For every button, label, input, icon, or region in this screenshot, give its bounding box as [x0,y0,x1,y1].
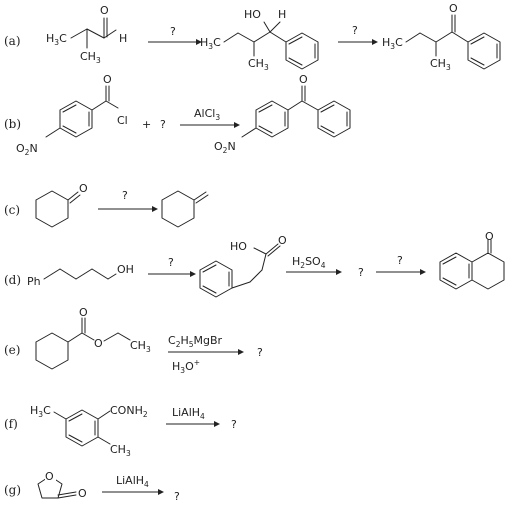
reaction-label-a: (a) [4,34,21,48]
product-e: ? [257,346,263,359]
atom-label-ch3-f: CH3 [110,443,131,458]
reaction-label-c: (c) [4,203,20,217]
atom-label-o-b: O [103,73,112,86]
atom-label-oh: OH [117,263,134,276]
reaction-g: (g) O O LiAlH4 ? [4,470,180,503]
reagent-lialh4-f: LiAlH4 [172,406,205,421]
methylenecyclohexane-ring [161,190,195,228]
plus-sign: + [142,118,151,131]
atom-label-o: O [100,4,109,17]
atom-label-h3c-2: H3C [200,36,221,51]
atom-label-h3c-3: H3C [382,36,403,51]
product-g: ? [174,490,180,503]
acid-benzene-ring [199,260,233,298]
nitro-label-2: O2N [214,140,236,155]
atom-label-ch3-3: CH3 [430,57,451,72]
reaction-a: (a) H3C O H CH3 ? H3C CH3 HO H [4,2,501,72]
atom-label-ch3-e: CH3 [130,339,151,354]
tetralone-aromatic-ring [439,252,473,290]
reaction-d: (d) Ph OH ? HO O H2SO4 ? ? [4,230,505,298]
atom-label-o-g: O [45,470,54,483]
lactone-ring [37,475,63,499]
reagent-d1: ? [168,256,174,269]
reaction-e: (e) O O CH3 C2H5MgBr H3O+ ? [4,306,263,375]
reaction-label-g: (g) [4,483,21,497]
reagent-h3o: H3O+ [172,358,200,375]
atom-label-ch3: CH3 [80,50,101,65]
benzene-ring [285,32,319,70]
atom-label-ho: HO [244,8,261,21]
intermediate-d: ? [358,266,364,279]
nitrobenzene-ring [59,100,93,138]
atom-label-o-d: O [278,234,287,247]
atom-label-h-2: H [278,8,286,21]
reaction-label-e: (e) [4,343,20,357]
reagent-alcl3: AlCl3 [194,107,220,122]
reagent-d3: ? [397,254,403,267]
reagent-lialh4-g: LiAlH4 [116,474,149,489]
atom-label-h3c-f: H3C [30,404,51,419]
reagent-h2so4: H2SO4 [292,255,326,270]
tetralone-aliphatic-ring [471,252,505,290]
reagent-grignard: C2H5MgBr [168,334,223,349]
product-f: ? [231,418,237,431]
reaction-b: (b) O Cl O2N + ? AlCl3 O O2N [4,73,351,157]
atom-label-h3c: H3C [46,32,67,47]
benzene-ring-2 [467,32,501,70]
atom-label-h: H [119,32,127,45]
atom-label-ho-d: HO [230,240,247,253]
atom-label-o-d2: O [485,230,494,243]
atom-label-o-c: O [79,182,88,195]
reaction-label-f: (f) [4,417,18,431]
atom-label-conh2: CONH2 [110,404,148,419]
arrow-a1-reagent: ? [170,25,176,38]
unknown-reagent-b: ? [160,118,166,131]
product-ring-1 [255,100,289,138]
atom-label-o-g2: O [78,487,87,500]
product-ring-2 [317,100,351,138]
reaction-f: (f) H3C CONH2 CH3 LiAlH4 ? [4,404,237,458]
cyclohexanone-ring [35,190,69,228]
atom-label-o-e: O [79,306,88,319]
reaction-label-b: (b) [4,117,21,131]
atom-label-o-b2: O [299,73,308,86]
reaction-label-d: (d) [4,273,21,287]
nitro-label: O2N [16,142,38,157]
reagent-c: ? [122,189,128,202]
arrow-a2-reagent: ? [352,24,358,37]
atom-label-o-2: O [449,2,458,15]
atom-label-o-e2: O [94,337,103,350]
toluamide-ring [65,409,99,447]
ester-cyclohexane-ring [35,332,69,370]
atom-label-cl: Cl [117,114,128,127]
reaction-c: (c) O ? [4,182,209,228]
atom-label-ch3-2: CH3 [248,57,269,72]
atom-label-ph: Ph [27,275,41,288]
